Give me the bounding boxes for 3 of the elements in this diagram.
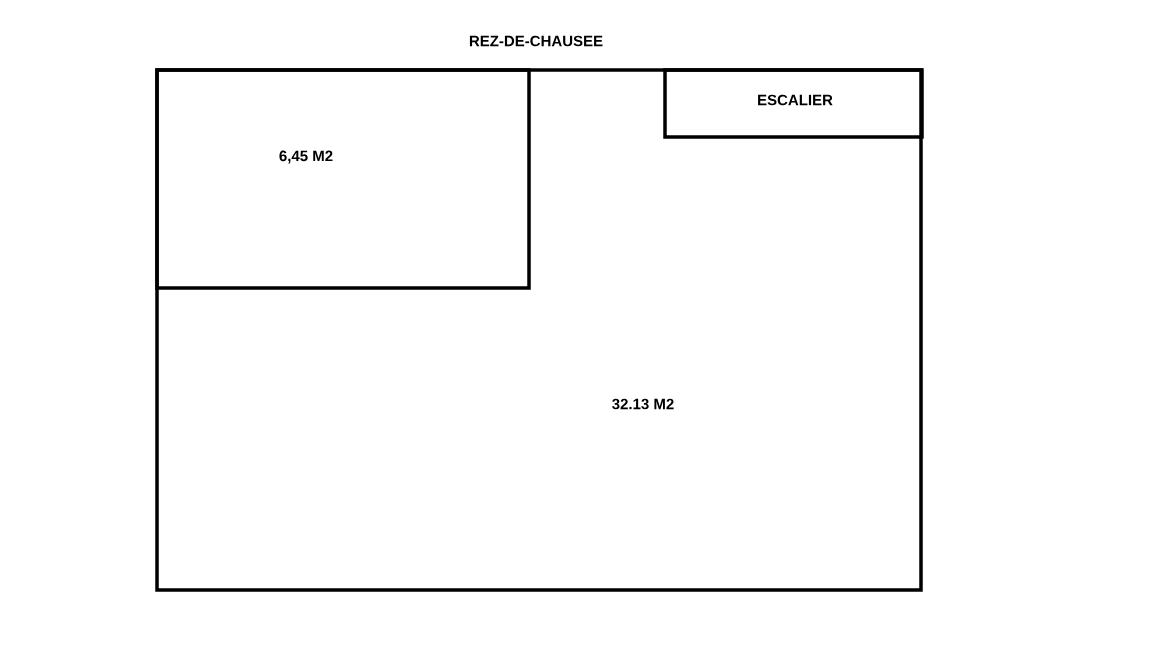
room-box: 6,45 M2 — [155, 68, 531, 290]
room-box: ESCALIER — [663, 68, 924, 139]
plan-title: REZ-DE-CHAUSEE — [469, 35, 603, 47]
